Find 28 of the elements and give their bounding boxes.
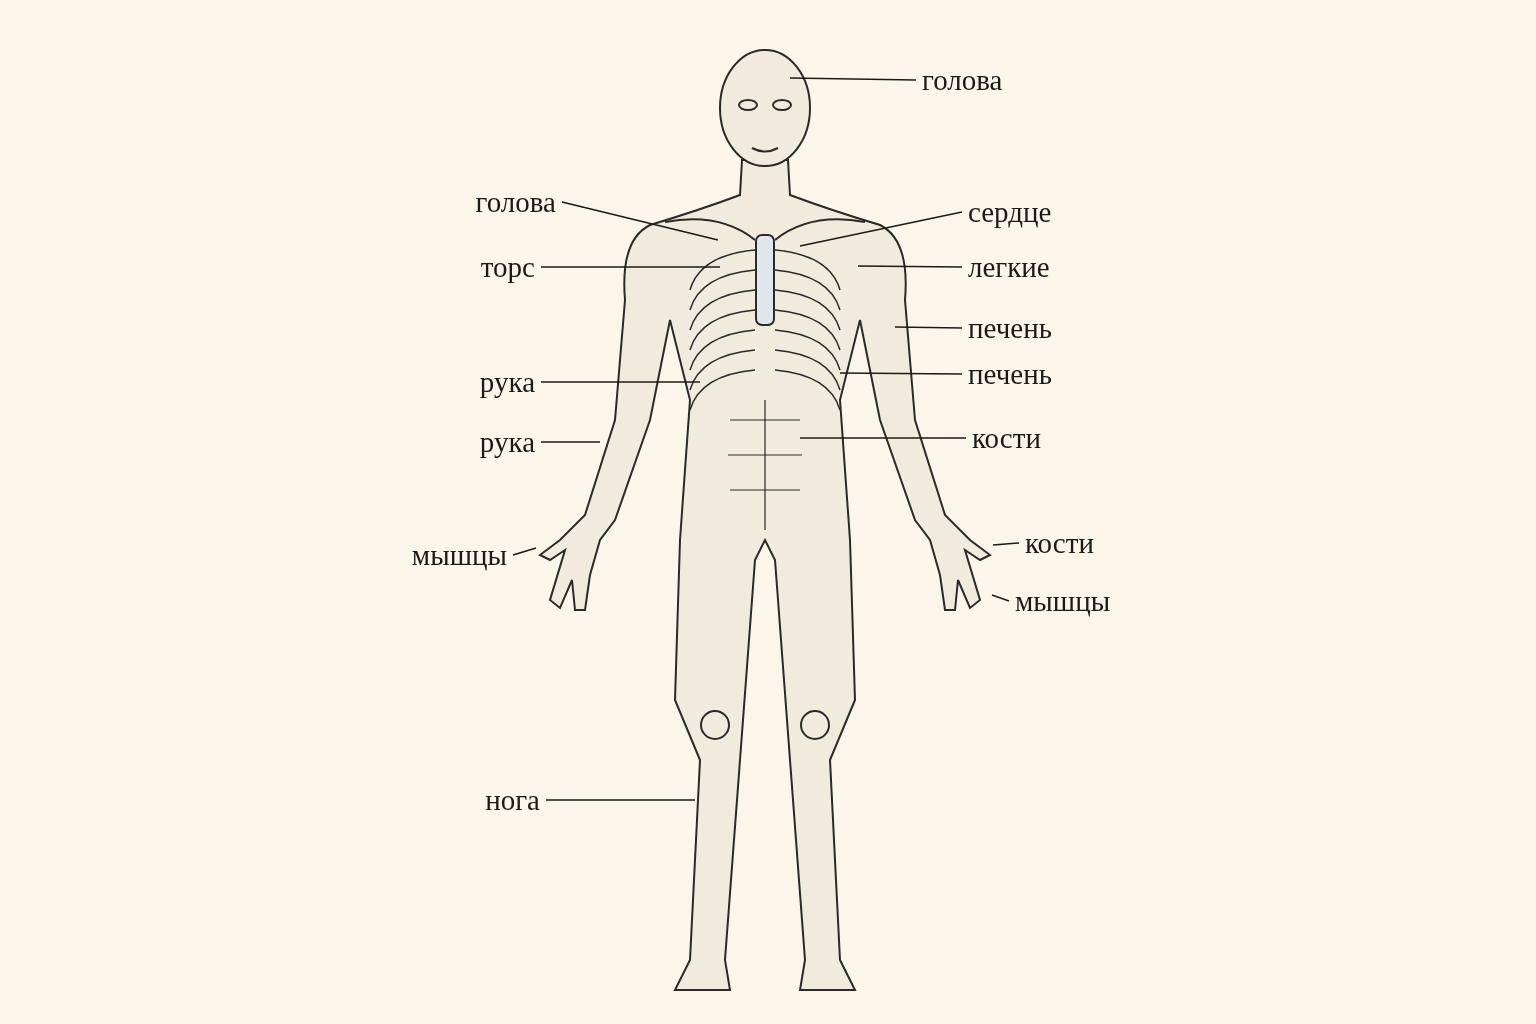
part-label: печень	[968, 356, 1052, 392]
part-label: печень	[968, 310, 1052, 346]
leader-line	[540, 441, 601, 443]
leader-line	[540, 266, 721, 268]
leader-line	[991, 594, 1010, 602]
leader-line	[839, 372, 963, 375]
part-label: голова	[475, 184, 556, 220]
part-label: голова	[922, 62, 1003, 98]
leader-line	[540, 381, 701, 383]
part-label: нога	[485, 782, 540, 818]
part-label: мышцы	[411, 537, 507, 573]
part-label: рука	[479, 364, 535, 400]
part-label: кости	[972, 420, 1041, 456]
leader-line	[512, 547, 537, 556]
leader-line	[992, 542, 1020, 546]
part-label: мышцы	[1015, 583, 1111, 619]
part-label: торс	[480, 249, 535, 285]
leader-line	[545, 799, 696, 801]
part-label: сердце	[968, 194, 1052, 230]
part-label: кости	[1025, 525, 1094, 561]
leader-line	[799, 437, 967, 439]
part-label: рука	[479, 424, 535, 460]
leader-line	[789, 77, 917, 81]
part-label: легкие	[968, 249, 1050, 285]
leader-line	[894, 326, 963, 329]
leader-line	[561, 201, 719, 241]
leader-line	[799, 211, 963, 247]
leader-line	[857, 265, 963, 268]
